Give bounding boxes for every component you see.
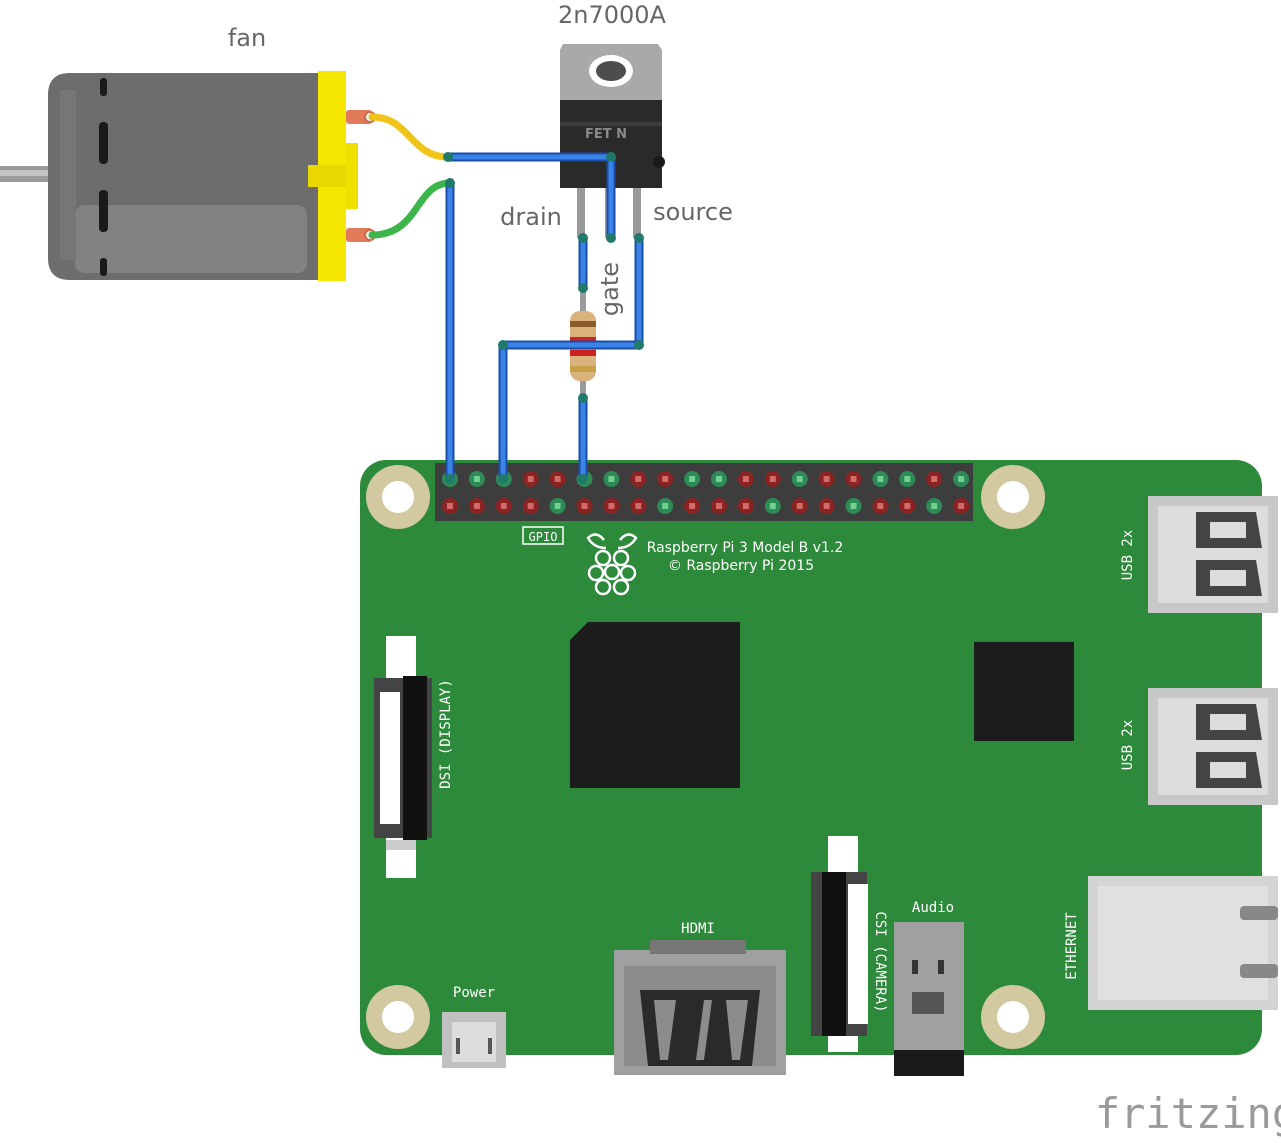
gpio-pin-pad bbox=[527, 476, 534, 482]
dsi-label: DSI (DISPLAY) bbox=[438, 679, 454, 789]
gpio-label: GPIO bbox=[529, 530, 558, 544]
fet-marking: FET N bbox=[585, 127, 627, 142]
power-label: Power bbox=[453, 985, 495, 1001]
wire-endpoints bbox=[443, 152, 644, 484]
power-port bbox=[442, 1012, 506, 1068]
gpio-pin-pad bbox=[769, 503, 776, 509]
gpio-pin-pad bbox=[635, 503, 642, 509]
gpio-pin-pad bbox=[850, 503, 857, 509]
gpio-pin-pad bbox=[608, 503, 615, 509]
gpio-pin-pad bbox=[742, 503, 749, 509]
gpio-pin-pad bbox=[904, 476, 911, 482]
fan-lead-yellow bbox=[368, 113, 452, 161]
soc-chip bbox=[570, 622, 740, 788]
usb-port-top bbox=[1148, 496, 1278, 613]
gpio-pin-pad bbox=[689, 503, 696, 509]
gpio-pin-pad bbox=[877, 503, 884, 509]
gpio-pin-pad bbox=[662, 503, 669, 509]
gpio-pin-pad bbox=[958, 476, 965, 482]
gpio-pin-pad bbox=[904, 503, 911, 509]
gpio-pin-pad bbox=[877, 476, 884, 482]
gpio-pin-pad bbox=[931, 503, 938, 509]
usb-bottom-label: USB 2x bbox=[1120, 720, 1136, 771]
gpio-pin-pad bbox=[635, 476, 642, 482]
gpio-pin-pad bbox=[581, 503, 588, 509]
gpio-pins bbox=[442, 471, 970, 514]
board-copyright-text: © Raspberry Pi 2015 bbox=[668, 558, 814, 574]
gpio-pin-pad bbox=[796, 503, 803, 509]
gpio-pin-pad bbox=[958, 503, 965, 509]
gpio-pin-pad bbox=[662, 476, 669, 482]
gpio-pin-pad bbox=[500, 503, 507, 509]
usb-top-label: USB 2x bbox=[1120, 530, 1136, 581]
gpio-pin-pad bbox=[823, 503, 830, 509]
gate-label: gate bbox=[596, 262, 624, 316]
gpio-pin-pad bbox=[742, 476, 749, 482]
ethernet-label: ETHERNET bbox=[1064, 912, 1080, 980]
source-label: source bbox=[653, 198, 733, 226]
gpio-pin-pad bbox=[473, 476, 480, 482]
mounting-holes bbox=[366, 465, 1045, 1049]
gpio-pin-pad bbox=[769, 476, 776, 482]
fan-motor bbox=[0, 71, 376, 281]
gpio-pin-pad bbox=[689, 476, 696, 482]
lan-chip bbox=[974, 642, 1074, 741]
fan-lead-green bbox=[368, 179, 454, 239]
board-model-text: Raspberry Pi 3 Model B v1.2 bbox=[647, 540, 844, 556]
hdmi-label: HDMI bbox=[681, 921, 715, 937]
audio-label: Audio bbox=[912, 900, 954, 916]
gpio-pin-pad bbox=[931, 476, 938, 482]
gpio-header bbox=[435, 463, 973, 521]
gpio-pin-pad bbox=[716, 476, 722, 482]
csi-label: CSI (CAMERA) bbox=[872, 911, 888, 1012]
fan-label: fan bbox=[228, 24, 266, 52]
gpio-pin-pad bbox=[823, 476, 830, 482]
raspberry-logo-icon bbox=[586, 533, 638, 596]
usb-port-bottom bbox=[1148, 688, 1278, 805]
gpio-pin-pad bbox=[850, 476, 857, 482]
gpio-pin-pad bbox=[473, 503, 480, 509]
fritzing-logo: fritzing bbox=[1095, 1089, 1281, 1138]
gpio-pin-pad bbox=[796, 476, 803, 482]
gpio-pin-pad bbox=[554, 476, 561, 482]
hdmi-port bbox=[614, 940, 786, 1075]
audio-jack bbox=[894, 922, 964, 1076]
gpio-pin-pad bbox=[527, 503, 534, 509]
gpio-pin-pad bbox=[716, 503, 722, 509]
dsi-connector bbox=[374, 636, 432, 878]
drain-label: drain bbox=[500, 203, 562, 231]
csi-connector bbox=[811, 836, 868, 1052]
gpio-pin-pad bbox=[447, 503, 453, 509]
ethernet-port bbox=[1088, 876, 1278, 1010]
gpio-pin-pad bbox=[608, 476, 615, 482]
gpio-pin-pad bbox=[554, 503, 561, 509]
raspberry-pi-board bbox=[360, 460, 1262, 1055]
transistor-label: 2n7000A bbox=[558, 1, 667, 29]
